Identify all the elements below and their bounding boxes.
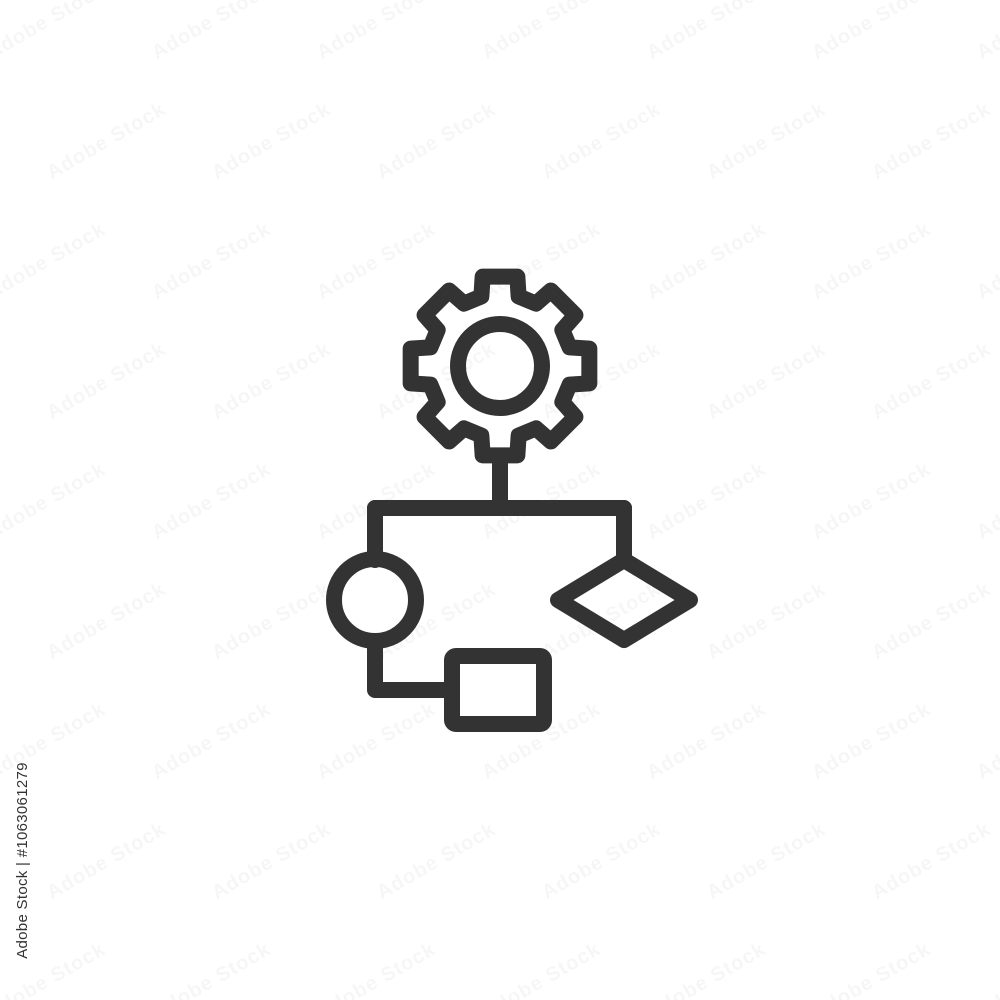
stock-id-text: Adobe Stock | #1063061279 bbox=[13, 761, 31, 959]
gear-hub-circle bbox=[450, 316, 550, 416]
circle-to-square-line bbox=[367, 633, 460, 698]
flowchart-square-node bbox=[444, 648, 552, 732]
flowchart-diamond-node bbox=[550, 552, 698, 648]
stock-id-label: Adobe Stock | #1063061279 bbox=[10, 760, 34, 960]
gear-icon bbox=[402, 268, 598, 464]
flowchart-circle-node bbox=[326, 551, 424, 649]
